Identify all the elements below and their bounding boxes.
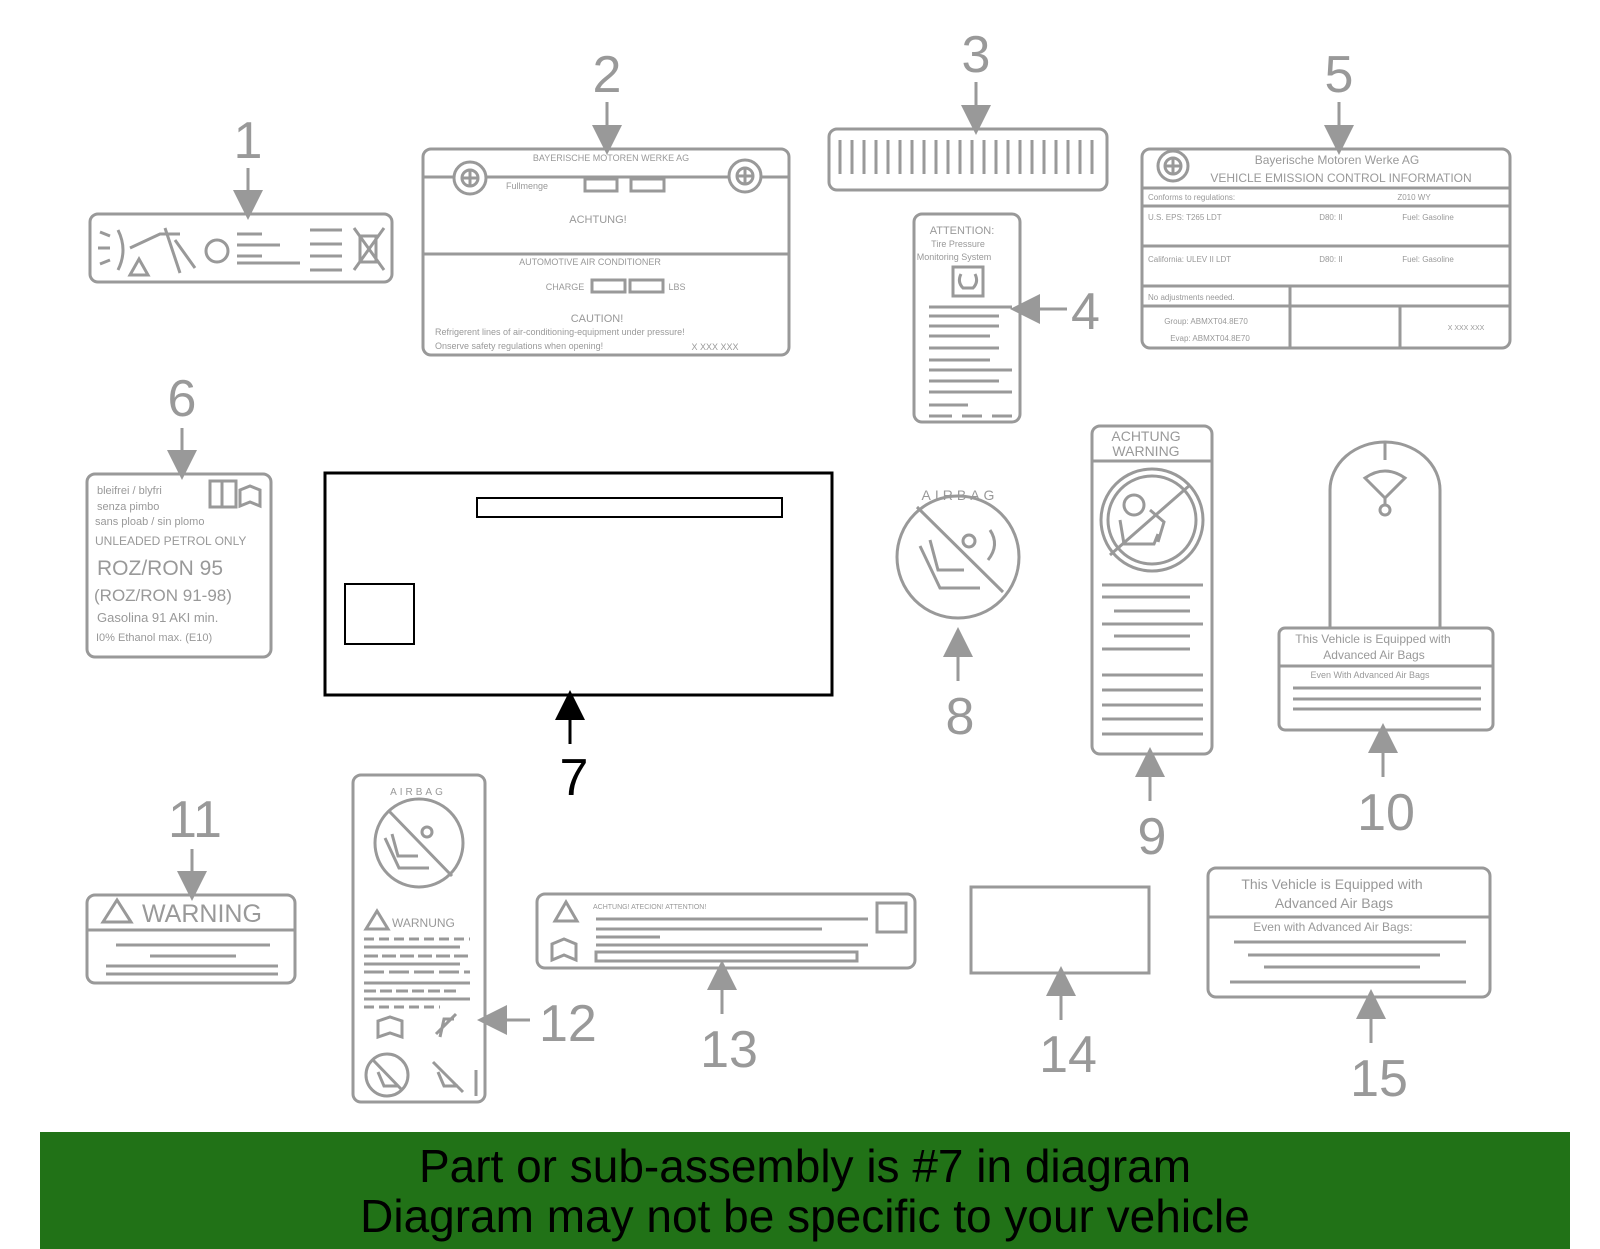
callout-15: 15 <box>1350 1050 1408 1108</box>
label2-caution: CAUTION! <box>571 313 624 325</box>
label-11[interactable]: 11 WARNING <box>85 791 297 985</box>
label5-code: X XXX XXX <box>1448 325 1485 332</box>
label6-l5: ROZ/RON 95 <box>97 557 223 580</box>
label2-ac: AUTOMOTIVE AIR CONDITIONER <box>519 257 661 267</box>
no-symbol-icon <box>204 238 230 264</box>
label-7[interactable]: 7 <box>323 471 834 807</box>
label-3[interactable]: 3 <box>827 26 1109 192</box>
crossed-bin-icon <box>352 227 386 271</box>
label-13[interactable]: ACHTUNG! ATECION! ATTENTION! 13 <box>535 892 917 1079</box>
label5-model-year: Z010 WY <box>1397 193 1431 202</box>
label2-code: X XXX XXX <box>691 342 738 352</box>
callout-7: 7 <box>560 749 589 807</box>
label6-l2: senza pimbo <box>97 501 159 513</box>
callout-4: 4 <box>1071 283 1100 341</box>
label11-warning: WARNING <box>142 900 262 928</box>
label9-l1: ACHTUNG <box>1111 428 1180 444</box>
callout-11: 11 <box>168 791 222 849</box>
callout-5: 5 <box>1325 46 1354 104</box>
callout-13: 13 <box>700 1021 758 1079</box>
callout-12: 12 <box>539 995 597 1053</box>
label5-evap: Evap: ABMXT04.8E70 <box>1170 334 1250 343</box>
airbag-warning-icon <box>373 797 465 889</box>
label5-ca: California: ULEV II LDT <box>1148 255 1231 264</box>
label-15[interactable]: This Vehicle is Equipped with Advanced A… <box>1206 866 1492 1108</box>
label12-airbag: AIRBAG <box>390 787 446 798</box>
label-14[interactable]: 14 <box>969 885 1151 1084</box>
label6-l7: Gasolina 91 AKI min. <box>97 610 218 625</box>
label5-fuel-b: Fuel: Gasoline <box>1402 255 1454 264</box>
label5-title: VEHICLE EMISSION CONTROL INFORMATION <box>1210 171 1471 185</box>
fuel-pump-book-icon <box>208 479 262 509</box>
no-child-seat-icon <box>1099 467 1205 573</box>
callout-9: 9 <box>1138 808 1167 866</box>
label5-fuel-a: Fuel: Gasoline <box>1402 213 1454 222</box>
label-5[interactable]: 5 Bayerische Motoren Werke AG VEHICLE EM… <box>1140 46 1512 350</box>
warning-triangle-icon <box>552 899 580 923</box>
label12-warnung: WARNUNG <box>392 916 455 930</box>
seat-icon <box>434 1012 458 1038</box>
label-9[interactable]: ACHTUNG WARNING 9 <box>1090 424 1214 866</box>
callout-1: 1 <box>234 112 263 170</box>
label5-noadj: No adjustments needed. <box>1148 293 1235 302</box>
label6-l4: UNLEADED PETROL ONLY <box>95 534 246 548</box>
airbag-child-seat-warning-icon <box>895 494 1021 620</box>
label15-l1: This Vehicle is Equipped with <box>1241 876 1422 892</box>
label10-l1: This Vehicle is Equipped with <box>1295 632 1450 646</box>
label2-line2: Onserve safety regulations when opening! <box>435 341 603 351</box>
banner-line-2: Diagram may not be specific to your vehi… <box>360 1189 1250 1242</box>
warnung-triangle-icon <box>363 908 391 931</box>
label9-l2: WARNING <box>1112 443 1179 459</box>
label5-us: U.S. EPS: T265 LDT <box>1148 213 1222 222</box>
tire-pressure-icon <box>951 265 985 298</box>
label10-l2: Advanced Air Bags <box>1323 648 1424 662</box>
label2-charge: CHARGE <box>546 282 585 292</box>
label8-airbag: AIRBAG <box>922 487 999 503</box>
crossed-seat-icon <box>431 1060 465 1094</box>
label-8[interactable]: AIRBAG 8 <box>895 487 1021 746</box>
parts-diagram: 1 2 BAYERISCHE MOTOREN WERKE <box>85 26 1512 1108</box>
label2-line1: Refrigerent lines of air-conditioning-eq… <box>435 327 685 337</box>
label4-line1: Tire Pressure <box>931 239 985 249</box>
hanger-icon <box>1362 469 1408 517</box>
label4-attention: ATTENTION: <box>930 225 995 237</box>
label6-l6: (ROZ/RON 91-98) <box>94 586 232 605</box>
callout-6: 6 <box>168 370 197 428</box>
label5-group: Group: ABMXT04.8E70 <box>1164 317 1248 326</box>
label-10[interactable]: This Vehicle is Equipped with Advanced A… <box>1277 440 1495 842</box>
label2-achtung: ACHTUNG! <box>569 214 626 226</box>
manual-book-icon <box>376 1015 404 1040</box>
notice-banner: Part or sub-assembly is #7 in diagram Di… <box>40 1132 1570 1249</box>
callout-2: 2 <box>593 46 622 104</box>
label10-l3: Even With Advanced Air Bags <box>1310 670 1430 680</box>
label2-lbs: LBS <box>668 282 685 292</box>
label2-fill: Fullmenge <box>506 181 548 191</box>
callout-8: 8 <box>946 688 975 746</box>
label5-d80b: D80: II <box>1319 255 1343 264</box>
callout-10: 10 <box>1357 784 1415 842</box>
label15-l2: Advanced Air Bags <box>1275 895 1393 911</box>
label-1[interactable]: 1 <box>88 112 394 284</box>
banner-line-1: Part or sub-assembly is #7 in diagram <box>418 1139 1192 1192</box>
label-2[interactable]: 2 BAYERISCHE MOTOREN WERKE AG Fullmenge … <box>421 46 791 357</box>
label4-line2: Monitoring System <box>917 252 992 262</box>
label6-l3: sans ploab / sin plomo <box>95 516 204 528</box>
label6-l1: bleifrei / blyfri <box>97 485 162 497</box>
callout-14: 14 <box>1039 1026 1097 1084</box>
warning-triangle-icon <box>100 897 134 924</box>
no-seat-icon <box>364 1052 410 1098</box>
manual-book-icon <box>550 937 578 963</box>
label-12[interactable]: AIRBAG WARNUNG 12 <box>351 773 597 1104</box>
label5-maker: Bayerische Motoren Werke AG <box>1255 153 1420 167</box>
label5-d80a: D80: II <box>1319 213 1343 222</box>
label13-header: ACHTUNG! ATECION! ATTENTION! <box>593 904 706 911</box>
label6-l8: I0% Ethanol max. (E10) <box>96 632 212 644</box>
label-4[interactable]: ATTENTION: Tire Pressure Monitoring Syst… <box>912 212 1100 424</box>
label-6[interactable]: 6 bleifrei / blyfri senza pimbo sans plo… <box>85 370 273 659</box>
label15-l3: Even with Advanced Air Bags: <box>1253 920 1412 934</box>
headlight-icon <box>98 227 197 277</box>
label5-conforms: Conforms to regulations: <box>1148 193 1235 202</box>
callout-3: 3 <box>962 26 991 84</box>
label2-maker: BAYERISCHE MOTOREN WERKE AG <box>533 153 689 163</box>
